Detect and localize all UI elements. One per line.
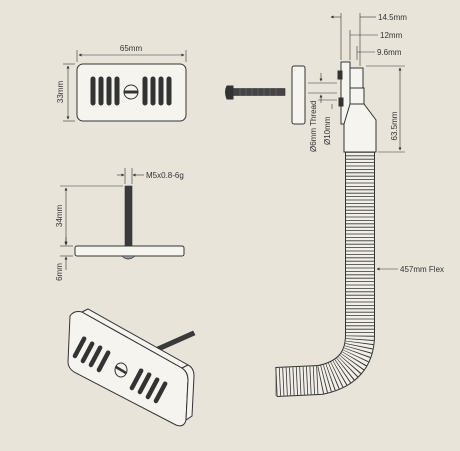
flex-length-label: 457mm Flex — [400, 265, 444, 274]
plate-edge — [291, 65, 306, 125]
plate-front-view: 65mm 33mm — [56, 44, 187, 122]
plate-thickness-dimension: 6mm — [55, 237, 73, 281]
plate-side-bolt-view — [74, 185, 185, 260]
outlet-offset-label: 9.6mm — [377, 48, 402, 57]
slots-right — [142, 76, 172, 106]
bolt-length-dimension: 34mm — [55, 185, 123, 247]
thread-diameter-label: Ø6mm Thread — [309, 101, 318, 152]
flex-length-callout: 457mm Flex — [376, 265, 444, 274]
bolt-perspective — [156, 330, 196, 352]
plate-side-view — [291, 65, 306, 125]
outlet-collar — [349, 67, 364, 89]
hose-outlet-fitting — [337, 61, 377, 153]
screw-head-icon — [123, 84, 139, 100]
plate-thickness-label: 6mm — [55, 263, 64, 281]
slots-left — [90, 76, 120, 106]
plate-height-label: 33mm — [56, 81, 65, 104]
outlet-depth-label: 12mm — [380, 31, 403, 40]
flex-hose — [275, 152, 375, 397]
bolt-length-label: 34mm — [55, 205, 64, 228]
bolt-icon — [225, 85, 286, 100]
outlet-width-label: 14.5mm — [378, 13, 407, 22]
plate-side-profile — [74, 245, 185, 257]
perspective-screw-head-icon — [114, 362, 128, 378]
thread-spec-callout: M5x0.8-6g — [117, 168, 184, 184]
perspective-slots-left — [72, 336, 111, 373]
bolt-shaft — [124, 185, 133, 247]
spigot-length-dimension: 63.5mm — [366, 65, 405, 153]
perspective-slots-right — [129, 368, 168, 404]
plate-width-label: 65mm — [120, 44, 143, 53]
spigot-length-label: 63.5mm — [390, 111, 399, 140]
shaft-diameter-label: Ø10mm — [323, 116, 332, 145]
thread-spec-label: M5x0.8-6g — [146, 171, 184, 180]
fitting-diameter-dimensions: Ø6mm Thread Ø10mm — [308, 73, 337, 152]
fitting-top-dimensions: 14.5mm 12mm 9.6mm — [330, 13, 407, 66]
plate-perspective-view — [67, 308, 196, 427]
